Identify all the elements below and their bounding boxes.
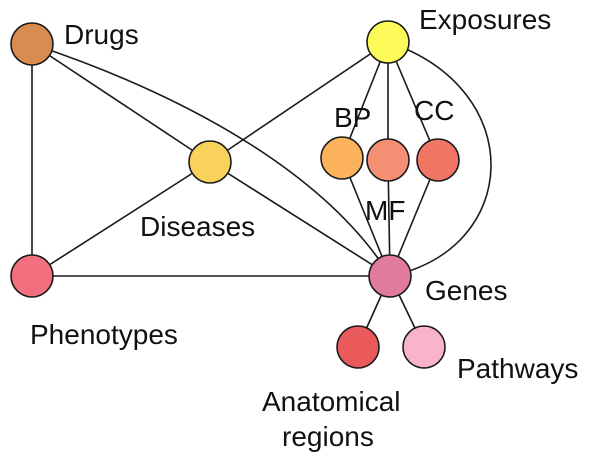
edges (31, 41, 492, 348)
label-anatomical-line2: regions (282, 421, 374, 452)
edge-diseases-genes (209, 161, 391, 277)
edge-drugs-genes (31, 43, 391, 277)
node-drugs (10, 22, 54, 66)
labels: Drugs Exposures Diseases BP MF CC Phenot… (30, 4, 578, 452)
node-genes (368, 254, 412, 298)
node-anatomical-regions (336, 325, 380, 369)
label-diseases: Diseases (140, 211, 255, 242)
edge-exposures-genes (387, 41, 492, 277)
label-anatomical-line1: Anatomical (262, 386, 401, 417)
nodes (10, 20, 460, 369)
edge-exposures-diseases (209, 41, 389, 163)
label-exposures: Exposures (419, 4, 551, 35)
node-pathways (402, 325, 446, 369)
label-bp: BP (334, 102, 371, 133)
label-mf: MF (365, 195, 405, 226)
node-mf (366, 138, 410, 182)
label-phenotypes: Phenotypes (30, 319, 178, 350)
label-genes: Genes (425, 275, 508, 306)
node-bp (320, 136, 364, 180)
node-phenotypes (10, 254, 54, 298)
node-exposures (366, 20, 410, 64)
node-cc (416, 138, 460, 182)
label-pathways: Pathways (457, 353, 578, 384)
label-cc: CC (414, 95, 454, 126)
edge-drugs-diseases (31, 43, 211, 163)
node-diseases (188, 140, 232, 184)
label-drugs: Drugs (64, 19, 139, 50)
edge-diseases-phenotypes (31, 161, 211, 277)
